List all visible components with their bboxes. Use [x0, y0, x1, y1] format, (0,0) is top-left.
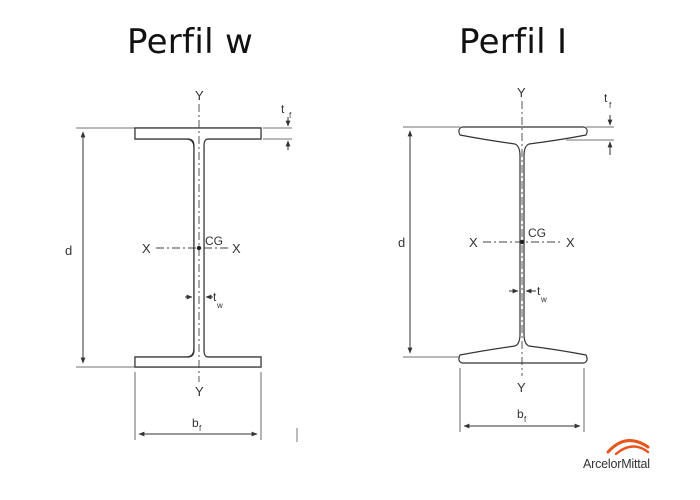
i-x-left-label: X — [469, 235, 478, 250]
w-x-right-label: X — [232, 241, 241, 256]
i-tw-label: t — [537, 284, 541, 298]
title-perfil-w: Perfil w — [127, 22, 254, 62]
w-tf-sub-label: f — [289, 111, 292, 120]
i-beam-outline — [458, 126, 588, 364]
i-profile: Y Y X X CG d t f t w b f — [398, 85, 614, 432]
logo-wordmark: ArcelorMittal — [583, 457, 650, 471]
w-x-left-label: X — [142, 241, 151, 256]
w-y-bottom-label: Y — [195, 384, 204, 399]
i-x-right-label: X — [566, 235, 575, 250]
i-y-top-label: Y — [517, 85, 526, 100]
w-profile: Y Y X X CG d t f t w b f — [65, 88, 298, 442]
w-bf-sub-label: f — [199, 424, 202, 433]
w-tf-label: t — [281, 102, 285, 116]
w-bf-label: b — [192, 416, 199, 430]
i-tf-sub-label: f — [609, 101, 612, 110]
arcelormittal-logo-icon — [606, 439, 650, 456]
i-y-bottom-label: Y — [517, 380, 526, 395]
w-tw-sub-label: w — [216, 301, 223, 310]
i-tw-sub-label: w — [540, 295, 547, 304]
i-cg-label: CG — [528, 226, 546, 240]
w-y-top-label: Y — [195, 88, 204, 103]
w-d-label: d — [65, 243, 72, 258]
i-bf-label: b — [517, 407, 524, 421]
i-tf-label: t — [604, 91, 608, 105]
title-perfil-i: Perfil I — [459, 22, 568, 62]
w-cg-label: CG — [205, 234, 223, 248]
w-tw-label: t — [213, 290, 217, 304]
i-d-label: d — [398, 235, 405, 250]
i-bf-sub-label: f — [524, 415, 527, 424]
